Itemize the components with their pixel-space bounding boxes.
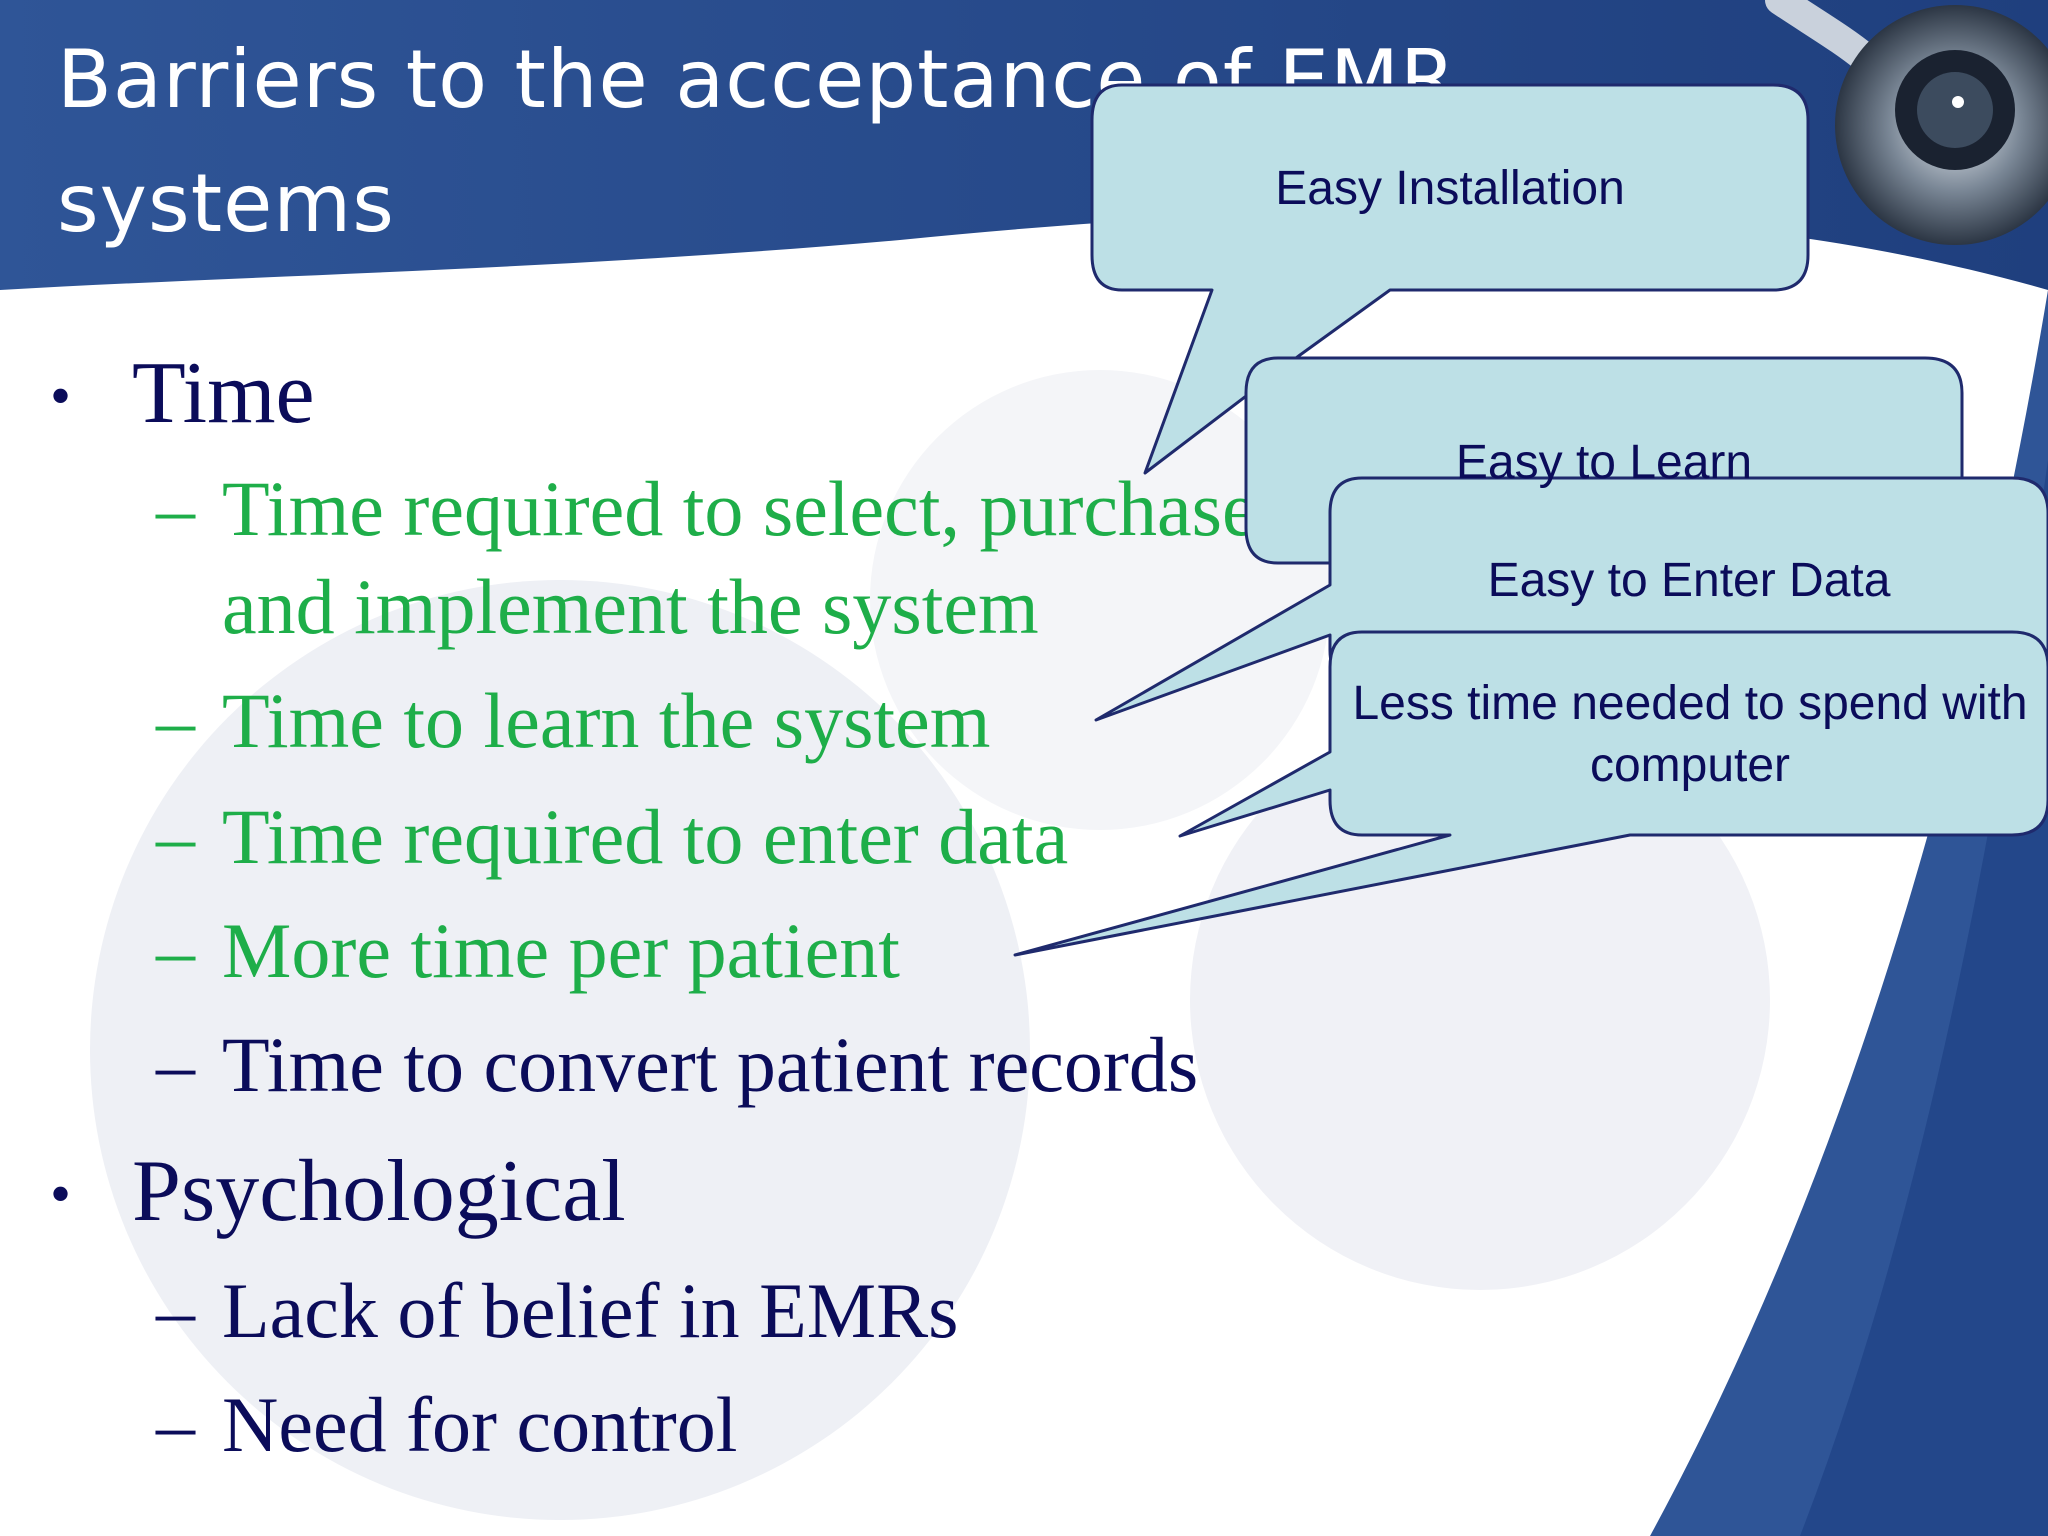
subitem-lack-of-belief: –Lack of belief in EMRs [156, 1267, 959, 1354]
callout-label-easy-installation: Easy Installation [1275, 162, 1625, 215]
subitem-need-for-control: –Need for control [156, 1381, 738, 1468]
subitem-time-per-patient: –More time per patient [156, 907, 900, 994]
stethoscope-icon [1765, 0, 2048, 245]
callout-label-easy-to-learn: Easy to Learn [1455, 436, 1753, 489]
callout-label-easy-to-enter-data: Easy to Enter Data [1487, 554, 1891, 607]
subitem-select-purchase: –Time required to select, purchase, and … [156, 465, 1277, 650]
bullet-time: • Time [50, 344, 315, 446]
callout-less-time [1013, 630, 2048, 957]
subitem-enter-data: –Time required to enter data [156, 793, 1069, 880]
bullet-dot: • [50, 363, 72, 429]
bullet-psychological: • Psychological [50, 1142, 626, 1244]
subitem-learn-system: –Time to learn the system [156, 677, 991, 764]
bullet-dot: • [50, 1161, 72, 1227]
bullet-label: Psychological [132, 1143, 626, 1240]
subitem-convert-records: –Time to convert patient records [156, 1021, 1199, 1108]
callout-label-less-time: Less time needed to spend with computer [1352, 677, 2028, 792]
bullet-label: Time [132, 345, 315, 442]
